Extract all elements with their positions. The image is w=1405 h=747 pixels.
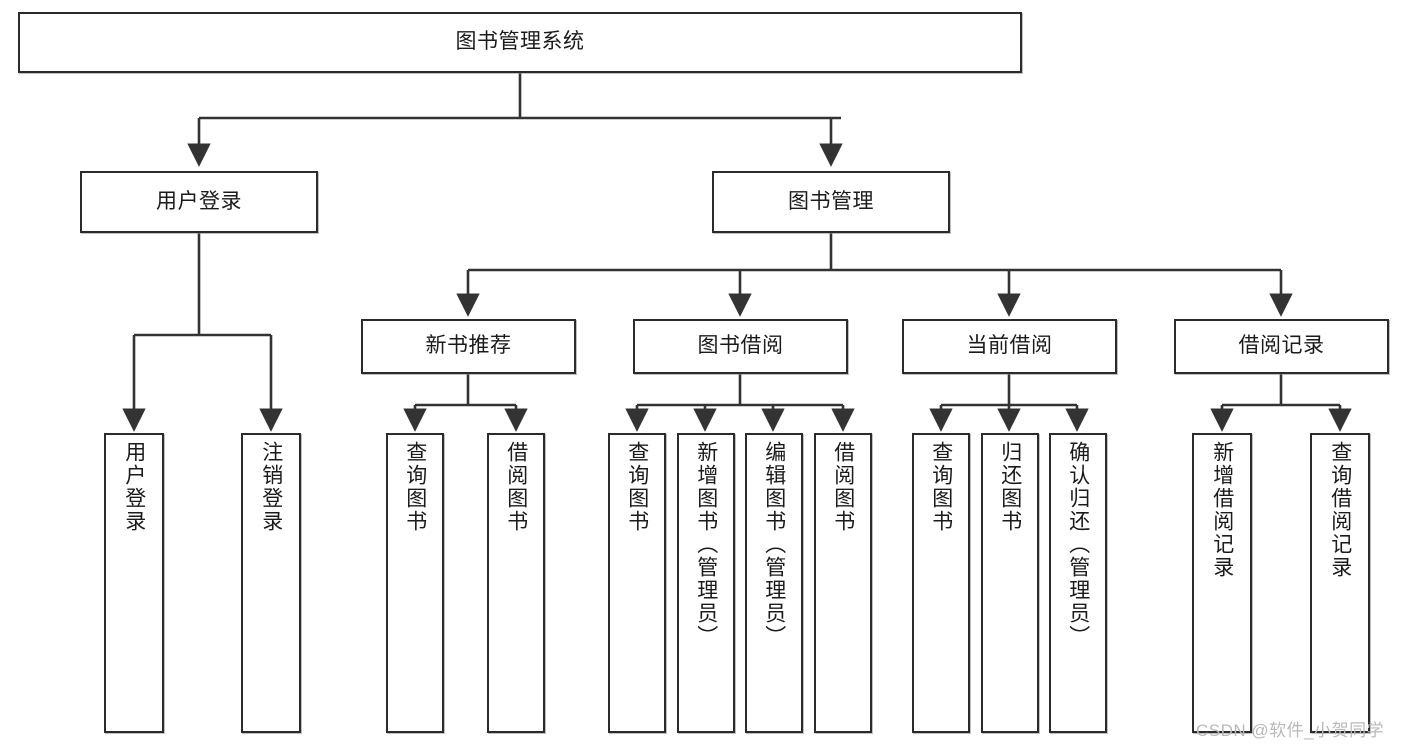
node-current-borrow-label: 当前借阅 <box>966 334 1053 358</box>
node-leaf-query-record[interactable]: 查询借阅记录 <box>1310 433 1370 733</box>
node-borrow-record-label: 借阅记录 <box>1238 334 1325 358</box>
node-leaf-add-book-label: 新增图书（管理员） <box>694 441 718 648</box>
node-leaf-borrow-book-1[interactable]: 借阅图书 <box>487 433 545 733</box>
node-root-label: 图书管理系统 <box>455 30 585 54</box>
node-user-login-label: 用户登录 <box>156 189 242 213</box>
node-leaf-edit-book-label: 编辑图书（管理员） <box>762 441 786 648</box>
node-leaf-return-book[interactable]: 归还图书 <box>981 433 1039 733</box>
node-leaf-borrow-book-2[interactable]: 借阅图书 <box>814 433 872 733</box>
node-leaf-query-book-2-label: 查询图书 <box>625 441 649 533</box>
node-leaf-user-login-label: 用户登录 <box>122 441 146 533</box>
node-leaf-user-login[interactable]: 用户登录 <box>104 433 164 733</box>
node-leaf-query-book-3-label: 查询图书 <box>929 441 953 533</box>
node-leaf-query-book-3[interactable]: 查询图书 <box>912 433 970 733</box>
csdn-watermark: CSDN @软件_小贺同学 <box>1196 721 1385 740</box>
node-leaf-query-book-1[interactable]: 查询图书 <box>386 433 444 733</box>
node-book-borrow[interactable]: 图书借阅 <box>633 319 848 374</box>
node-root[interactable]: 图书管理系统 <box>18 12 1022 73</box>
node-user-login[interactable]: 用户登录 <box>80 171 318 233</box>
node-leaf-user-logout[interactable]: 注销登录 <box>241 433 301 733</box>
node-current-borrow[interactable]: 当前借阅 <box>902 319 1117 374</box>
node-leaf-add-record-label: 新增借阅记录 <box>1210 441 1234 579</box>
node-book-manage-label: 图书管理 <box>788 189 874 213</box>
node-leaf-user-logout-label: 注销登录 <box>259 441 283 533</box>
node-leaf-add-book[interactable]: 新增图书（管理员） <box>677 433 735 733</box>
node-leaf-query-book-2[interactable]: 查询图书 <box>608 433 666 733</box>
node-book-borrow-label: 图书借阅 <box>697 334 784 358</box>
node-leaf-return-book-label: 归还图书 <box>998 441 1022 533</box>
node-borrow-record[interactable]: 借阅记录 <box>1174 319 1389 374</box>
node-book-manage[interactable]: 图书管理 <box>712 171 950 233</box>
node-leaf-query-book-1-label: 查询图书 <box>403 441 427 533</box>
node-new-book-recommend-label: 新书推荐 <box>425 334 512 358</box>
node-leaf-query-record-label: 查询借阅记录 <box>1328 441 1352 579</box>
node-leaf-edit-book[interactable]: 编辑图书（管理员） <box>745 433 803 733</box>
node-new-book-recommend[interactable]: 新书推荐 <box>361 319 576 374</box>
node-leaf-borrow-book-1-label: 借阅图书 <box>504 441 528 533</box>
node-leaf-borrow-book-2-label: 借阅图书 <box>831 441 855 533</box>
node-leaf-confirm-return[interactable]: 确认归还（管理员） <box>1049 433 1107 733</box>
node-leaf-add-record[interactable]: 新增借阅记录 <box>1192 433 1252 733</box>
node-leaf-confirm-return-label: 确认归还（管理员） <box>1066 441 1090 648</box>
